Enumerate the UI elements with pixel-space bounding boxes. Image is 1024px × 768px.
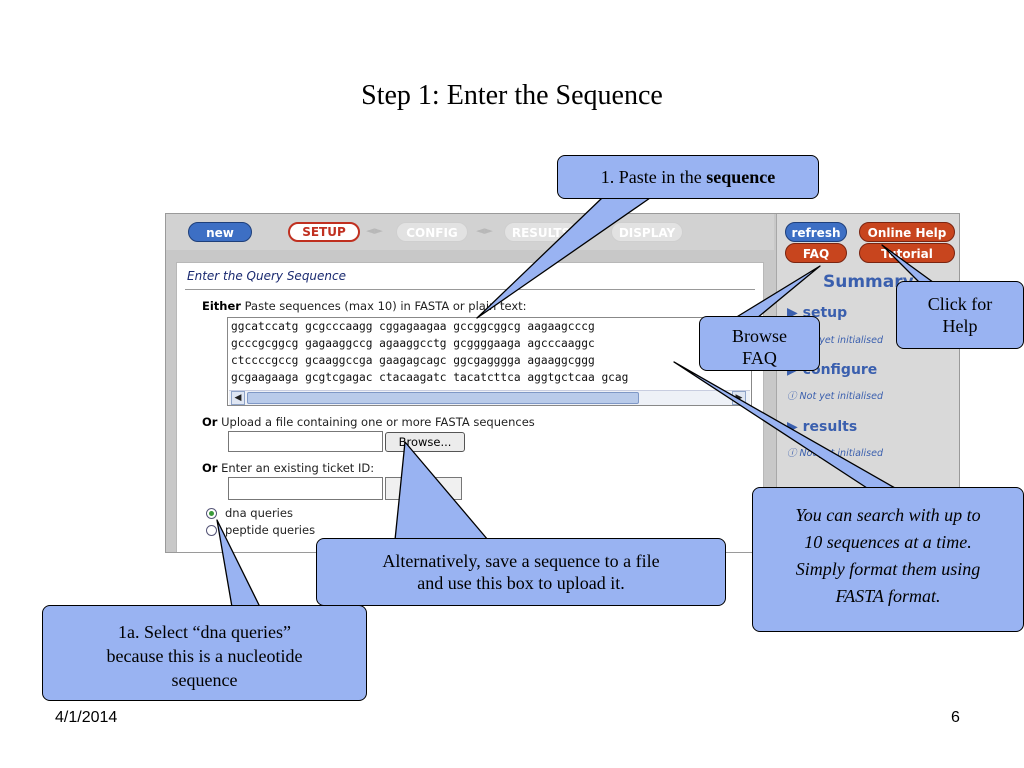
results-status: ⓘ Not yet initialised — [787, 445, 883, 459]
info-icon: ⓘ — [787, 391, 797, 402]
select-callout-line: sequence — [171, 670, 238, 690]
ticket-instruction: Or Enter an existing ticket ID: — [202, 461, 374, 475]
paste-callout-text: 1. Paste in the — [600, 167, 707, 187]
paste-instruction: Either Paste sequences (max 10) in FASTA… — [202, 299, 527, 313]
tab-setup[interactable]: SETUP — [288, 222, 360, 242]
upload-callout: Alternatively, save a sequence to a file… — [316, 538, 726, 606]
select-callout-line: 1a. Select “dna queries” — [118, 622, 291, 642]
file-path-input[interactable] — [228, 431, 383, 452]
sequence-textarea[interactable]: ggcatccatg gcgcccaagg cggagaagaa gccggcg… — [227, 317, 752, 406]
select-callout-line: because this is a nucleotide — [106, 646, 303, 666]
either-label: Either — [202, 299, 241, 313]
sequence-line: gcgaagaaga gcgtcgagac ctacaagatc tacatct… — [231, 371, 629, 384]
help-callout-line: Click for — [927, 294, 993, 314]
fasta-callout-pointer — [673, 361, 896, 489]
paste-callout-bold: sequence — [706, 167, 776, 187]
summary-configure-label: configure — [802, 362, 878, 378]
summary-results-label: results — [802, 419, 858, 435]
fasta-callout-line: Simply format them using — [795, 559, 981, 579]
dna-queries-radio[interactable] — [206, 508, 217, 519]
upload-callout-line: and use this box to upload it. — [417, 573, 625, 593]
panel-heading: Enter the Query Sequence — [187, 269, 347, 283]
app-nav-bar: new SETUP ◄► CONFIG ◄► RESULTS ◄► DISPLA… — [166, 214, 774, 250]
divider — [185, 289, 755, 290]
play-icon: ▶ — [787, 419, 798, 435]
fasta-callout: You can search with up to 10 sequences a… — [752, 487, 1024, 632]
tab-display[interactable]: DISPLAY — [611, 222, 683, 242]
horizontal-scrollbar[interactable]: ◀ ▶ — [229, 390, 750, 405]
select-callout-pointer — [216, 519, 261, 608]
faq-button[interactable]: FAQ — [785, 243, 847, 263]
app-window: new SETUP ◄► CONFIG ◄► RESULTS ◄► DISPLA… — [165, 213, 960, 553]
configure-status-text: Not yet initialised — [799, 391, 884, 402]
dna-queries-label: dna queries — [225, 506, 293, 520]
fasta-callout-line: 10 sequences at a time. — [804, 532, 972, 552]
or-label: Or — [202, 461, 218, 475]
scroll-thumb[interactable] — [247, 392, 639, 404]
query-sequence-panel: Enter the Query Sequence Either Paste se… — [176, 262, 764, 552]
slide-title: Step 1: Enter the Sequence — [361, 80, 663, 111]
upload-instruction: Or Upload a file containing one or more … — [202, 415, 535, 429]
upload-callout-line: Alternatively, save a sequence to a file — [382, 551, 660, 571]
paste-sequence-callout: 1. Paste in the sequence — [557, 155, 819, 199]
faq-callout-line: Browse — [732, 326, 787, 346]
help-callout: Click for Help — [896, 281, 1024, 349]
help-callout-line: Help — [942, 316, 978, 336]
sequence-line: ctccccgccg gcaaggccga gaagagcagc ggcgagg… — [231, 354, 595, 367]
peptide-queries-radio[interactable] — [206, 525, 217, 536]
summary-results[interactable]: ▶ results — [787, 419, 857, 435]
paste-callout-pointer — [476, 197, 651, 319]
new-button[interactable]: new — [188, 222, 252, 242]
results-status-text: Not yet initialised — [799, 448, 884, 459]
fasta-callout-line: FASTA format. — [835, 586, 941, 606]
ticket-id-input[interactable] — [228, 477, 383, 500]
tab-results[interactable]: RESULTS — [504, 222, 578, 242]
arrows-icon: ◄► — [476, 224, 493, 237]
upload-callout-pointer — [394, 441, 489, 541]
sequence-line: gcccgcggcg gagaaggccg agaaggcctg gcgggga… — [231, 337, 595, 350]
faq-callout-pointer — [734, 265, 821, 319]
or-label: Or — [202, 415, 218, 429]
online-help-button[interactable]: Online Help — [859, 222, 955, 242]
play-icon: ▶ — [787, 305, 798, 321]
ticket-label: Enter an existing ticket ID: — [221, 461, 375, 475]
slide-date: 4/1/2014 — [55, 709, 118, 726]
tab-config[interactable]: CONFIG — [396, 222, 468, 242]
info-icon: ⓘ — [787, 448, 797, 459]
arrows-icon: ◄► — [366, 224, 383, 237]
summary-title: Summary — [823, 272, 914, 292]
upload-label: Upload a file containing one or more FAS… — [221, 415, 535, 429]
faq-callout: Browse FAQ — [699, 316, 820, 371]
configure-status: ⓘ Not yet initialised — [787, 388, 883, 402]
peptide-queries-label: peptide queries — [225, 523, 316, 537]
setup-status-text: Not yet initialised — [799, 335, 884, 346]
scroll-left-icon[interactable]: ◀ — [231, 391, 245, 405]
faq-callout-line: FAQ — [742, 348, 777, 368]
refresh-button[interactable]: refresh — [785, 222, 847, 242]
slide-page-number: 6 — [951, 709, 960, 726]
fasta-callout-line: You can search with up to — [795, 505, 981, 525]
select-dna-callout: 1a. Select “dna queries” because this is… — [42, 605, 367, 701]
sequence-line: ggcatccatg gcgcccaagg cggagaagaa gccggcg… — [231, 320, 595, 333]
paste-label: Paste sequences (max 10) in FASTA or pla… — [244, 299, 527, 313]
